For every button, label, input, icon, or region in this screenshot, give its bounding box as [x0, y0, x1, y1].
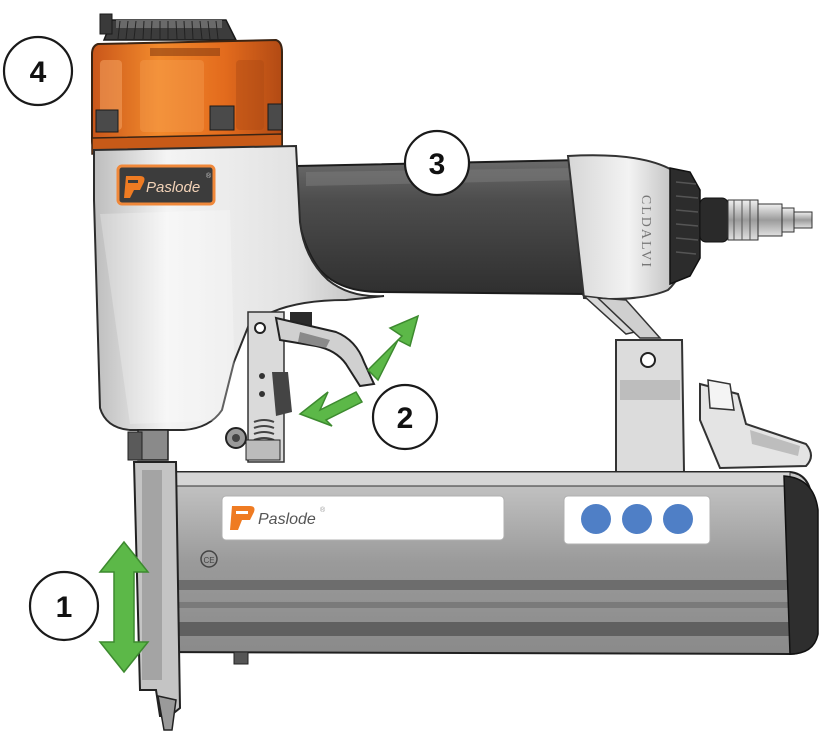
svg-text:2: 2 [397, 402, 414, 435]
main-housing: Paslode ® [93, 144, 385, 461]
trigger-arrow-icon [298, 314, 420, 427]
svg-text:4: 4 [30, 56, 47, 89]
magazine: Paslode ® CE [149, 471, 819, 665]
indicator-dot [581, 504, 611, 534]
cap-brand-label: Paslode [146, 179, 200, 196]
callout-4: 4 [2, 35, 74, 107]
trigger-lever [274, 316, 376, 388]
magazine-logo-label [221, 495, 505, 541]
callout-2: 2 [371, 383, 439, 451]
housing-shell [93, 144, 385, 431]
double-arrow-icon [98, 540, 150, 674]
contact-tip [132, 461, 182, 731]
svg-text:3: 3 [429, 148, 446, 181]
cap-registered-mark: ® [206, 172, 212, 180]
ce-mark: CE [203, 556, 214, 565]
paslode-logo-icon [124, 176, 145, 198]
svg-text:1: 1 [56, 591, 73, 624]
paslode-logo-icon [230, 506, 255, 530]
magazine-brand-label: Paslode [258, 511, 316, 528]
handle-label: CLDALVI [638, 195, 653, 269]
indicator-dot [663, 504, 693, 534]
cap-logo-plate [116, 164, 216, 206]
magazine-registered-mark: ® [320, 506, 326, 514]
callout-3: 3 [403, 129, 471, 197]
exhaust-cap [91, 13, 283, 155]
magazine-latch [581, 294, 812, 473]
rear-cap: CLDALVI [566, 154, 701, 300]
callout-1: 1 [28, 570, 100, 642]
air-coupler [699, 197, 813, 243]
trigger-assembly [225, 311, 376, 463]
indicator-dot [622, 504, 652, 534]
